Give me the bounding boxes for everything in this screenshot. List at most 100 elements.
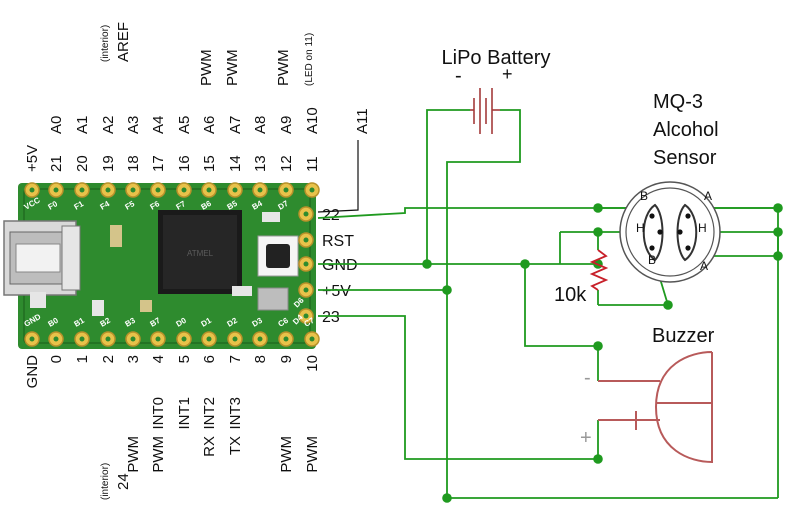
side-pin-label: RST bbox=[322, 233, 354, 250]
analog-label: A1 bbox=[74, 116, 91, 134]
side-pin-label: 22 bbox=[322, 207, 340, 224]
sensor-pin-dot bbox=[677, 229, 683, 235]
bottom-pin-number: 10 bbox=[304, 355, 321, 372]
pin-hole bbox=[181, 187, 187, 193]
pin-hole bbox=[79, 187, 85, 193]
junction-dot bbox=[520, 259, 530, 269]
smd-component bbox=[30, 292, 46, 308]
pin-hole bbox=[105, 336, 111, 342]
pin-hole bbox=[283, 336, 289, 342]
sensor-left-element bbox=[642, 203, 664, 262]
smd-component bbox=[257, 287, 289, 311]
bottom-pin-number: 1 bbox=[74, 355, 91, 363]
bottom-pin-number: 2 bbox=[100, 355, 117, 363]
lipo-battery: LiPo Battery - + bbox=[442, 47, 550, 134]
buzzer-minus: - bbox=[584, 367, 591, 389]
pin-hole bbox=[29, 336, 35, 342]
junction-dots bbox=[422, 203, 783, 503]
sensor-title-line3: Sensor bbox=[653, 147, 717, 169]
function-label: RX bbox=[201, 436, 218, 457]
buzzer-title: Buzzer bbox=[652, 325, 715, 347]
pin-hole bbox=[53, 336, 59, 342]
top-header-labels: (interior) AREF PWM PWM PWM (LED on 11) … bbox=[24, 22, 371, 172]
top-pin-number: 14 bbox=[227, 155, 244, 172]
junction-dot bbox=[663, 300, 673, 310]
side-pin-label: 23 bbox=[322, 309, 340, 326]
analog-label: A10 bbox=[304, 107, 321, 134]
wire-battery-plus bbox=[446, 109, 521, 290]
junction-dot bbox=[593, 227, 603, 237]
a11-leader-line bbox=[317, 140, 359, 213]
sensor-pin-h-left: H bbox=[636, 221, 645, 235]
junction-dot bbox=[593, 203, 603, 213]
interrupt-label: INT2 bbox=[201, 397, 218, 430]
smd-component bbox=[110, 225, 122, 247]
junction-dot bbox=[593, 454, 603, 464]
sensor-title-line1: MQ-3 bbox=[653, 91, 703, 113]
bottom-pin-number: 9 bbox=[278, 355, 295, 363]
smd-component bbox=[262, 212, 280, 222]
resistor-label: 10k bbox=[554, 284, 587, 306]
bottom-pin-number: 3 bbox=[125, 355, 142, 363]
top-pin-number: 13 bbox=[252, 155, 269, 172]
battery-symbol bbox=[470, 88, 500, 134]
analog-label: A9 bbox=[278, 116, 295, 134]
bottom-pin-number: 6 bbox=[201, 355, 218, 363]
pin-hole bbox=[257, 187, 263, 193]
pwm-label-a9: PWM bbox=[275, 49, 292, 86]
pin-hole bbox=[155, 187, 161, 193]
pin-hole bbox=[206, 336, 212, 342]
analog-label: A7 bbox=[227, 116, 244, 134]
usb-connector bbox=[3, 220, 81, 296]
bottom-pin-number: 4 bbox=[150, 355, 167, 363]
top-pin-number: 12 bbox=[278, 155, 295, 172]
buzzer-symbol bbox=[598, 351, 713, 464]
sensor-pin-dot bbox=[657, 229, 663, 235]
sensor-pin-a-top: A bbox=[704, 189, 712, 203]
sensor-pin-b-bottom: B bbox=[648, 253, 656, 267]
junction-dot bbox=[773, 203, 783, 213]
smd-component bbox=[92, 300, 104, 316]
sensor-pin-h-right: H bbox=[698, 221, 707, 235]
pin-hole bbox=[105, 187, 111, 193]
battery-plus: + bbox=[502, 64, 513, 84]
sensor-pin-a-bottom: A bbox=[700, 259, 708, 273]
pin-hole bbox=[130, 187, 136, 193]
aref-interior-note: (interior) bbox=[100, 25, 111, 62]
pin-hole bbox=[303, 237, 309, 243]
smd-component bbox=[140, 300, 152, 312]
junction-dot bbox=[773, 227, 783, 237]
pin-hole bbox=[303, 261, 309, 267]
svg-text:ATMEL: ATMEL bbox=[187, 249, 214, 258]
top-pin-number: 19 bbox=[100, 155, 117, 172]
pwm-label-a7: PWM bbox=[224, 49, 241, 86]
analog-label: A0 bbox=[48, 116, 65, 134]
aref-label: AREF bbox=[115, 22, 132, 62]
bottom-pin-number: 8 bbox=[252, 355, 269, 363]
pin-hole bbox=[232, 187, 238, 193]
side-pin-label: GND bbox=[322, 257, 358, 274]
function-label: TX bbox=[227, 436, 244, 455]
sensor-pin-dot bbox=[685, 245, 691, 251]
wire-gnd-to-sensor bbox=[524, 264, 598, 347]
pin-hole bbox=[232, 336, 238, 342]
bottom-pin-number: 7 bbox=[227, 355, 244, 363]
junction-dot bbox=[593, 341, 603, 351]
top-pin-number: 20 bbox=[74, 155, 91, 172]
bottom-pin-number: 0 bbox=[48, 355, 65, 363]
microcontroller-chip: ATMEL bbox=[158, 210, 242, 294]
bottom-interior-note: (interior) bbox=[100, 463, 111, 500]
junction-dot bbox=[422, 259, 432, 269]
junction-dot bbox=[773, 251, 783, 261]
top-pin-row bbox=[24, 182, 320, 198]
resistor-zigzag bbox=[589, 249, 609, 291]
sensor-inner-ring bbox=[625, 187, 715, 277]
top-pin-number: 18 bbox=[125, 155, 142, 172]
sensor-title-line2: Alcohol bbox=[653, 119, 719, 141]
buzzer: Buzzer - + bbox=[580, 325, 715, 464]
